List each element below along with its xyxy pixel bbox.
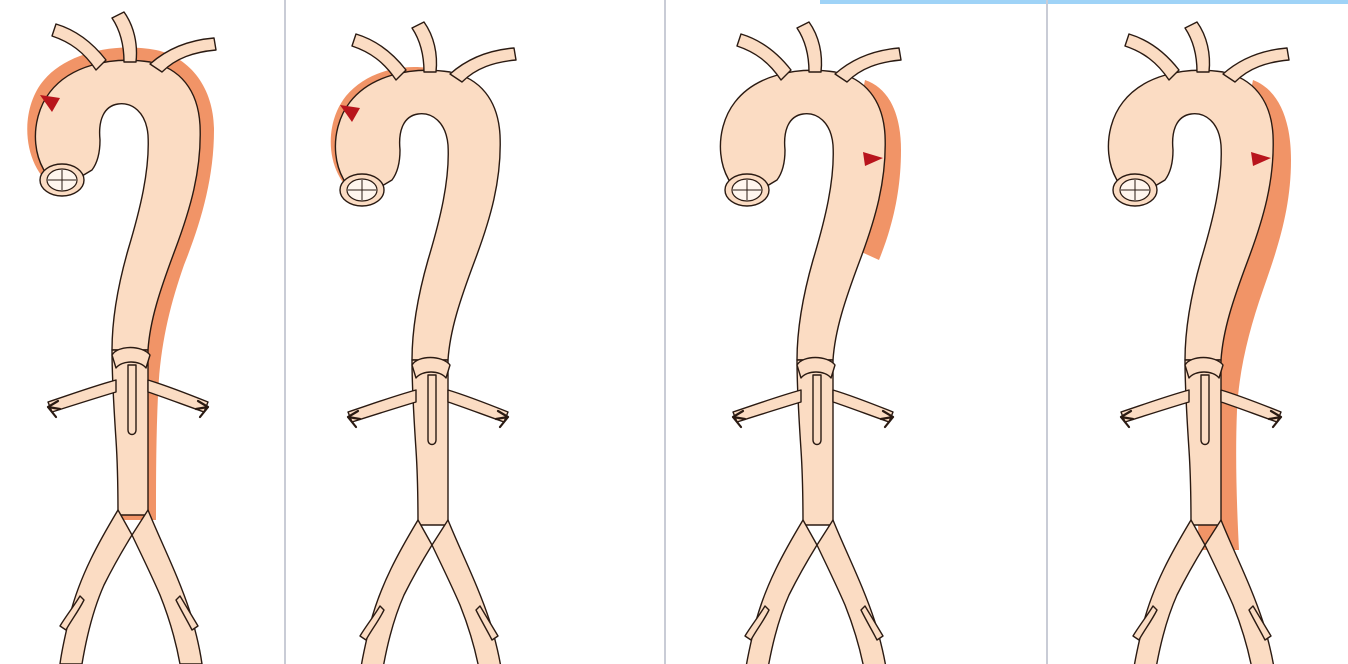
right-iliac-artery: [1205, 520, 1275, 664]
right-renal-artery: [833, 390, 893, 422]
superior-mesenteric-artery: [428, 375, 436, 445]
panel-2: [330, 0, 667, 664]
superior-mesenteric-artery: [813, 375, 821, 445]
left-iliac-artery: [1133, 520, 1205, 664]
left-renal-artery: [48, 380, 116, 412]
aorta-vessel: [335, 22, 516, 664]
aortic-arch: [335, 70, 500, 360]
panel-divider: [1046, 0, 1048, 664]
left-renal-artery: [1121, 390, 1189, 422]
left-iliac-artery: [360, 520, 432, 664]
panel-divider: [284, 0, 286, 664]
left-common-carotid: [1185, 22, 1210, 72]
left-renal-artery: [733, 390, 801, 422]
brachiocephalic-trunk: [352, 34, 406, 80]
superior-mesenteric-artery: [1201, 375, 1209, 445]
right-renal-artery: [448, 390, 508, 422]
left-iliac-artery: [745, 520, 817, 664]
right-iliac-artery: [132, 510, 202, 664]
aorta-vessel: [720, 22, 901, 664]
aortic-arch: [35, 60, 200, 350]
aorta-vessel: [1108, 22, 1289, 664]
brachiocephalic-trunk: [737, 34, 791, 80]
panel-4: [1095, 0, 1348, 664]
left-common-carotid: [797, 22, 822, 72]
panel-3: [713, 0, 1050, 664]
superior-mesenteric-artery: [128, 365, 136, 435]
right-iliac-artery: [432, 520, 502, 664]
left-subclavian-artery: [835, 48, 901, 82]
panel-1: [0, 0, 337, 664]
left-subclavian-artery: [450, 48, 516, 82]
panel-divider: [664, 0, 666, 664]
left-common-carotid: [412, 22, 437, 72]
left-subclavian-artery: [1223, 48, 1289, 82]
left-iliac-artery: [60, 510, 132, 664]
left-renal-artery: [348, 390, 416, 422]
aorta-vessel: [35, 12, 216, 664]
aortic-arch: [720, 70, 885, 360]
brachiocephalic-trunk: [1125, 34, 1179, 80]
right-iliac-artery: [817, 520, 887, 664]
